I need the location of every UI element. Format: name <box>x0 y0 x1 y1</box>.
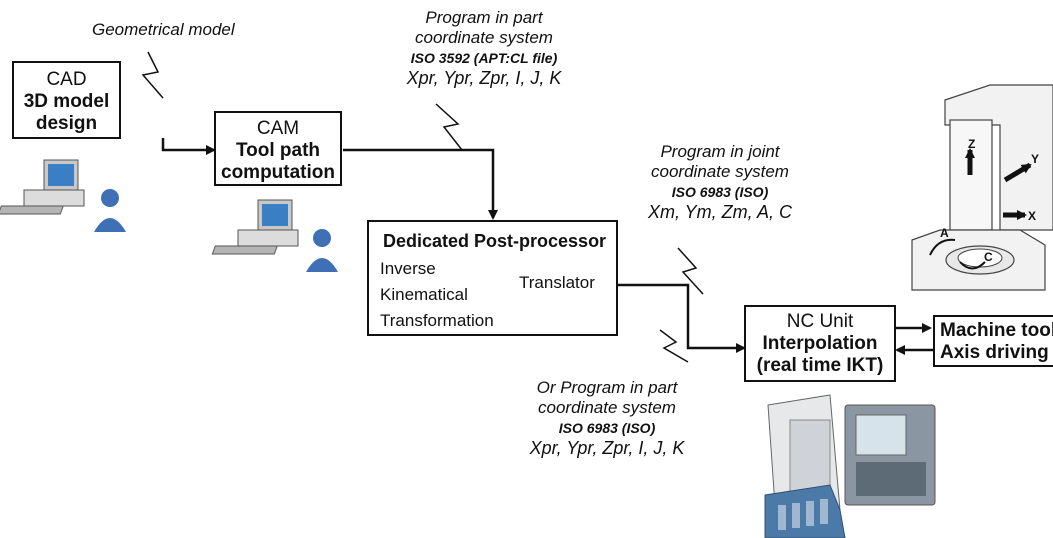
program-part-line1: Program in part <box>425 8 543 27</box>
cad-box: CAD 3D model design <box>12 61 121 139</box>
program-joint-line2: coordinate system <box>651 162 789 181</box>
arrow-cad-to-cam <box>161 138 216 155</box>
pp-left-line1: Inverse <box>380 259 436 278</box>
pp-left-line3: Transformation <box>380 311 494 330</box>
program-joint-coords: Xm, Ym, Zm, A, C <box>647 202 792 222</box>
cad-line3: design <box>35 113 98 134</box>
nc-unit-box: NC Unit Interpolation (real time IKT) <box>744 305 896 382</box>
nc-controller-illustration <box>764 394 936 538</box>
machine-line1: Machine tool <box>940 320 1053 341</box>
nc-unit-line2: Interpolation <box>762 333 878 354</box>
post-processor-title: Dedicated Post-processor <box>383 231 607 251</box>
machine-tool-box: Machine tool Axis driving <box>933 315 1053 367</box>
program-part-coords: Xpr, Ypr, Zpr, I, J, K <box>406 68 562 88</box>
computer-user-icon-cam <box>211 199 338 272</box>
computer-user-icon-cad <box>0 159 126 232</box>
cam-line2: Tool path <box>235 140 321 161</box>
geometrical-model-label: Geometrical model <box>92 20 235 39</box>
axis-label-y: Y <box>1031 152 1040 166</box>
pp-left-line2: Kinematical <box>380 285 468 304</box>
or-program-line1: Or Program in part <box>536 378 678 397</box>
cam-box: CAM Tool path computation <box>214 111 342 186</box>
cam-title: CAM <box>256 118 300 139</box>
machine-line2: Axis driving <box>940 342 1049 363</box>
arrow-cam-to-postprocessor <box>343 148 498 220</box>
inverse-kinematical-transformation: Inverse Kinematical Transformation <box>380 256 494 334</box>
zigzag-link-cam <box>435 103 463 151</box>
nc-unit-line3: (real time IKT) <box>756 355 884 376</box>
axis-label-z: Z <box>968 137 976 151</box>
zigzag-link-joint <box>677 247 704 295</box>
cam-line3: computation <box>221 162 335 183</box>
program-part-iso: ISO 3592 (APT:CL file) <box>410 50 558 66</box>
or-program-label: Or Program in part coordinate system ISO… <box>512 378 702 458</box>
program-part-label: Program in part coordinate system ISO 35… <box>394 8 574 88</box>
axis-label-a: A <box>940 226 949 240</box>
cad-title: CAD <box>46 69 87 90</box>
cad-line2: 3D model <box>23 91 110 112</box>
or-program-line2: coordinate system <box>538 398 676 417</box>
or-program-iso: ISO 6983 (ISO) <box>558 420 656 436</box>
arrow-postprocessor-to-nc <box>618 283 746 353</box>
axis-label-x: X <box>1028 209 1037 223</box>
program-joint-iso: ISO 6983 (ISO) <box>671 184 769 200</box>
nc-unit-title: NC Unit <box>786 311 854 332</box>
translator-label: Translator <box>519 273 595 292</box>
program-joint-line1: Program in joint <box>660 142 780 161</box>
zigzag-link-part <box>659 329 689 363</box>
or-program-coords: Xpr, Ypr, Zpr, I, J, K <box>529 438 685 458</box>
axis-label-c: C <box>984 250 993 264</box>
zigzag-link-cad <box>141 51 164 99</box>
program-joint-label: Program in joint coordinate system ISO 6… <box>630 142 810 222</box>
machine-tool-illustration <box>911 84 1053 291</box>
post-processor-box: Dedicated Post-processor Inverse Kinemat… <box>367 220 618 336</box>
program-part-line2: coordinate system <box>415 28 553 47</box>
